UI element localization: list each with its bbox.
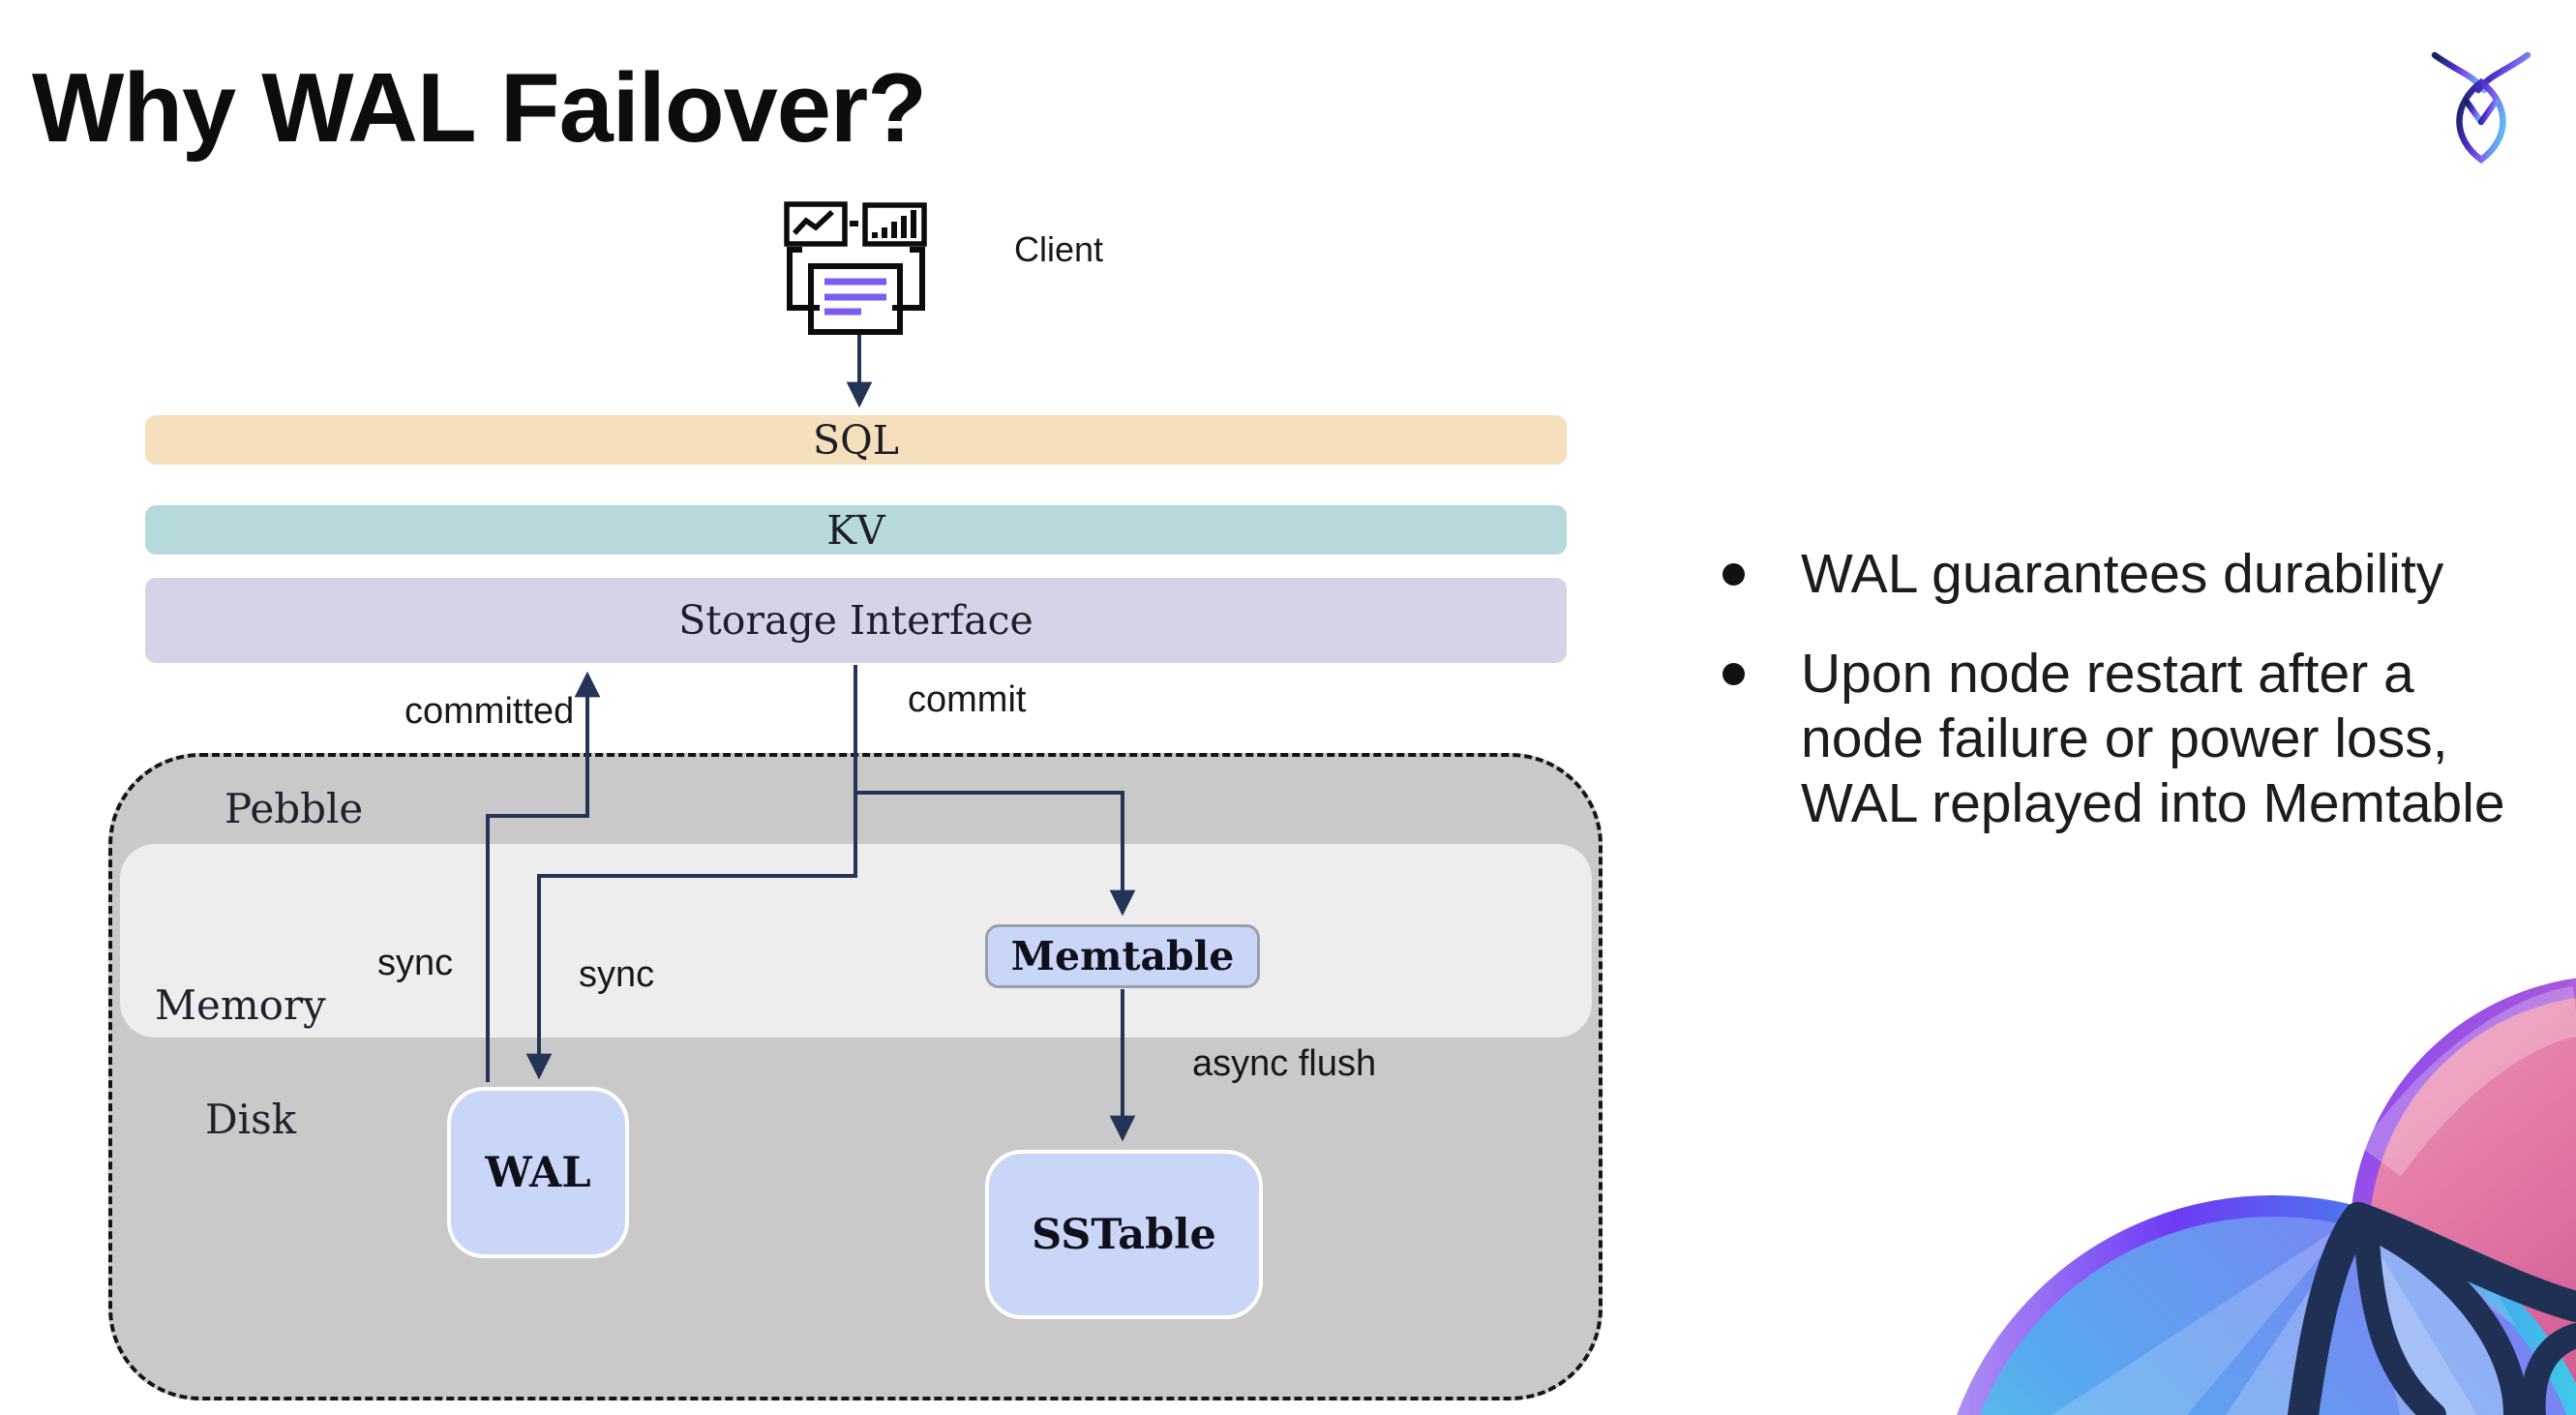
layer-sql: SQL	[145, 415, 1567, 465]
layer-storage-interface: Storage Interface	[145, 578, 1567, 663]
commit-label: commit	[908, 679, 1027, 720]
list-item: Upon node restart after a node failure o…	[1701, 642, 2553, 836]
layer-kv: KV	[145, 505, 1567, 555]
cockroachdb-logo-icon	[2431, 43, 2531, 165]
layer-storage-label: Storage Interface	[678, 597, 1033, 644]
sync-right-label: sync	[579, 954, 655, 995]
bullet-text: Upon node restart after a node failure o…	[1801, 643, 2505, 834]
committed-label: committed	[404, 691, 575, 732]
pebble-label: Pebble	[225, 785, 364, 832]
async-flush-label: async flush	[1192, 1043, 1377, 1084]
bullet-list: WAL guarantees durability Upon node rest…	[1701, 542, 2553, 871]
sstable-node: SSTable	[985, 1150, 1263, 1319]
page-title: Why WAL Failover?	[32, 54, 927, 163]
client-label: Client	[1014, 229, 1104, 269]
disk-label: Disk	[205, 1096, 297, 1143]
list-item: WAL guarantees durability	[1701, 542, 2553, 607]
line-chart-icon	[784, 201, 848, 247]
layer-sql-label: SQL	[813, 416, 899, 464]
right-bracket	[892, 247, 925, 311]
document-icon	[808, 263, 903, 335]
memtable-node: Memtable	[985, 924, 1260, 988]
memtable-label: Memtable	[1010, 933, 1235, 979]
bullet-dot-icon	[1722, 563, 1745, 586]
bullet-text: WAL guarantees durability	[1801, 543, 2444, 605]
memory-label: Memory	[155, 981, 326, 1029]
client-workstation-icon	[776, 194, 936, 341]
sstable-label: SSTable	[1032, 1210, 1216, 1259]
layer-kv-label: KV	[826, 506, 885, 554]
bullet-dot-icon	[1722, 663, 1745, 685]
left-bracket	[787, 247, 820, 311]
bar-chart-icon	[862, 202, 927, 247]
wal-label: WAL	[485, 1148, 591, 1197]
memory-region	[120, 844, 1592, 1038]
sync-left-label: sync	[377, 943, 454, 983]
cockroachdb-brand-art	[1935, 919, 2576, 1415]
wal-node: WAL	[447, 1087, 629, 1258]
